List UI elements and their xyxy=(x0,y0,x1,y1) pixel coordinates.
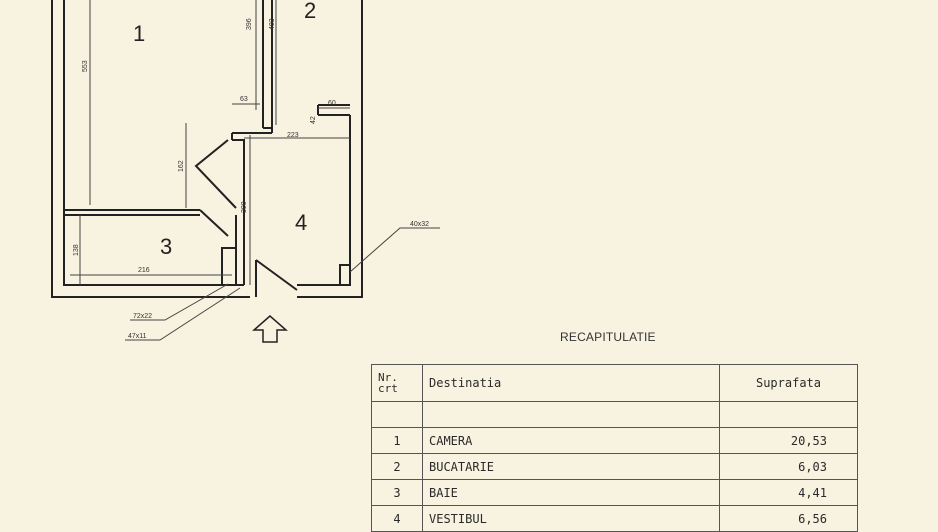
dim-42: 42 xyxy=(310,116,317,124)
partition-3-4 xyxy=(235,215,245,285)
dim-40x32: 40x32 xyxy=(410,221,429,228)
inner-wall-left xyxy=(63,0,244,286)
table-row: 3 BAIE 4,41 xyxy=(371,479,858,506)
inner-wall-right xyxy=(297,115,351,286)
partition-2-4 xyxy=(232,128,273,134)
dim-223: 223 xyxy=(287,132,299,139)
row-name: CAMERA xyxy=(422,427,720,454)
dim-300: 300 xyxy=(241,201,248,213)
outer-wall-left xyxy=(51,0,250,298)
row-name: BUCATARIE xyxy=(422,453,720,480)
leader-47x11 xyxy=(125,287,241,341)
row-nr: 1 xyxy=(371,427,423,454)
entrance-arrow-icon xyxy=(252,315,288,343)
dim-403: 403 xyxy=(269,18,276,30)
header-nr-line2: crt xyxy=(378,382,398,395)
row-area: 20,53 xyxy=(719,427,858,454)
dim-162: 162 xyxy=(178,160,185,172)
outer-wall-right xyxy=(297,0,363,298)
partition-1-3 xyxy=(64,209,200,216)
row-area: 6,56 xyxy=(719,505,858,532)
row-nr: 3 xyxy=(371,479,423,506)
recap-table: Nr.crt Destinatia Suprafata 1 CAMERA 20,… xyxy=(371,364,858,532)
room-number-1: 1 xyxy=(133,21,145,46)
dim-216: 216 xyxy=(138,267,150,274)
room-number-3: 3 xyxy=(160,234,172,259)
table-header-row: Nr.crt Destinatia Suprafata xyxy=(371,364,858,402)
empty-cell xyxy=(422,401,720,428)
recap-title: RECAPITULATIE xyxy=(560,330,656,344)
partition-2-4-b xyxy=(317,104,350,116)
empty-cell xyxy=(371,401,423,428)
dim-138: 138 xyxy=(73,244,80,256)
room-number-2: 2 xyxy=(304,0,316,23)
row-area: 4,41 xyxy=(719,479,858,506)
room-number-4: 4 xyxy=(295,210,307,235)
row-name: BAIE xyxy=(422,479,720,506)
dim-47x11: 47x11 xyxy=(128,333,147,340)
door-entrance xyxy=(255,259,298,297)
header-nr-line1: Nr. xyxy=(378,371,398,384)
dim-60: 60 xyxy=(328,100,336,107)
table-row: 1 CAMERA 20,53 xyxy=(371,427,858,454)
door-bath xyxy=(194,139,237,237)
table-row: 4 VESTIBUL 6,56 xyxy=(371,505,858,532)
empty-cell xyxy=(719,401,858,428)
leader-40x32 xyxy=(349,227,440,273)
header-area: Suprafata xyxy=(719,364,858,402)
dim-553: 553 xyxy=(82,60,89,72)
table-row: 2 BUCATARIE 6,03 xyxy=(371,453,858,480)
leader-72x22 xyxy=(130,283,229,321)
row-name: VESTIBUL xyxy=(422,505,720,532)
dim-63: 63 xyxy=(240,96,248,103)
dim-396: 396 xyxy=(246,18,253,30)
row-area: 6,03 xyxy=(719,453,858,480)
niche xyxy=(231,133,245,215)
header-nr: Nr.crt xyxy=(371,364,423,402)
row-nr: 4 xyxy=(371,505,423,532)
shaft xyxy=(339,264,351,286)
dim-72x22: 72x22 xyxy=(133,313,152,320)
table-row-empty xyxy=(371,401,858,428)
bath-shaft xyxy=(221,247,237,286)
header-destination: Destinatia xyxy=(422,364,720,402)
partition-1-2 xyxy=(262,0,273,129)
row-nr: 2 xyxy=(371,453,423,480)
